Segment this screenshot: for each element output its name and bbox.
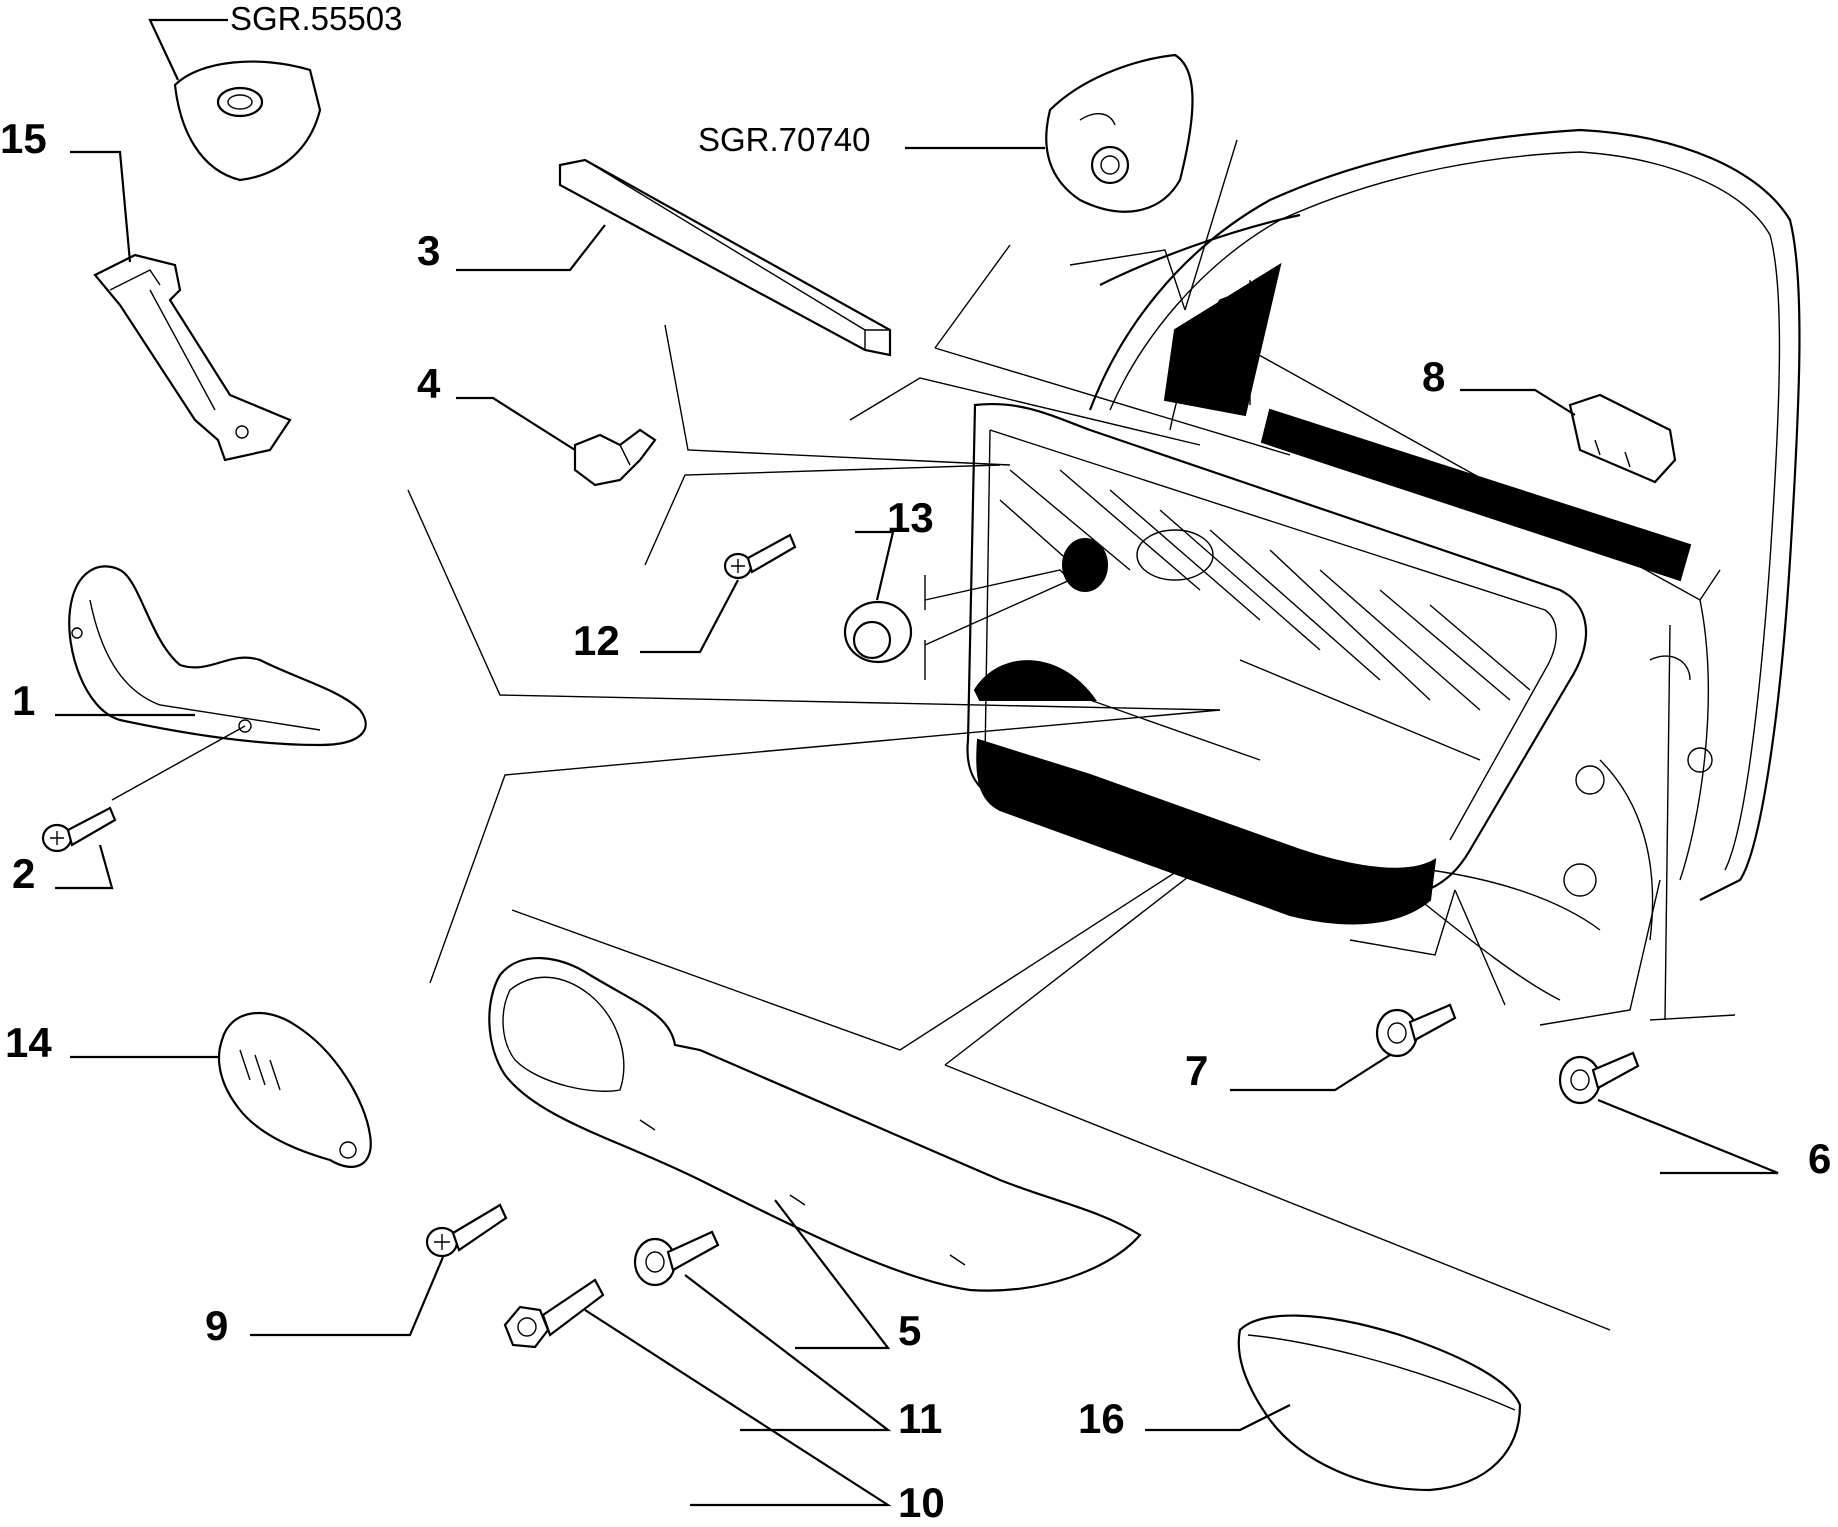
label-8: 8 xyxy=(1422,353,1446,400)
part-10-bolt xyxy=(503,1278,605,1349)
part-9-screw xyxy=(425,1203,508,1258)
label-13: 13 xyxy=(887,494,934,541)
sgr-55503-cap xyxy=(173,60,322,182)
part-2-screw xyxy=(41,806,117,853)
part-5-lower-trim xyxy=(488,956,1142,1292)
label-15: 15 xyxy=(0,115,47,162)
sgr-70740-cap xyxy=(1045,53,1194,213)
leader-lines xyxy=(55,18,1779,1507)
label-14: 14 xyxy=(5,1019,52,1066)
ref-sgr-55503: SGR.55503 xyxy=(230,0,403,37)
label-10: 10 xyxy=(898,1479,945,1526)
part-6-clip xyxy=(1558,1051,1640,1105)
part-3-strip xyxy=(558,158,892,357)
part-15-bracket xyxy=(93,253,292,462)
part-7-clip xyxy=(1375,1003,1457,1058)
label-7: 7 xyxy=(1185,1047,1209,1094)
part-8-clip xyxy=(1568,393,1677,484)
part-14-cover xyxy=(218,1011,372,1168)
label-5: 5 xyxy=(898,1307,922,1354)
label-11: 11 xyxy=(898,1395,943,1442)
label-4: 4 xyxy=(417,360,441,407)
label-6: 6 xyxy=(1808,1135,1832,1182)
part-16-cup xyxy=(1237,1314,1522,1492)
ref-sgr-70740: SGR.70740 xyxy=(698,121,871,158)
part-11-clip xyxy=(633,1230,720,1287)
part-13-grommet xyxy=(843,600,913,664)
label-1: 1 xyxy=(12,677,36,724)
part-4-clip xyxy=(573,428,657,487)
label-12: 12 xyxy=(573,617,620,664)
door-trim-panel xyxy=(966,402,1588,925)
label-3: 3 xyxy=(417,227,441,274)
belt-strip xyxy=(1260,408,1692,582)
door-frame xyxy=(1088,128,1801,1001)
part-1-handle xyxy=(68,565,367,747)
label-16: 16 xyxy=(1078,1395,1125,1442)
label-2: 2 xyxy=(12,850,36,897)
part-12-screw xyxy=(723,533,797,580)
label-9: 9 xyxy=(205,1302,229,1349)
